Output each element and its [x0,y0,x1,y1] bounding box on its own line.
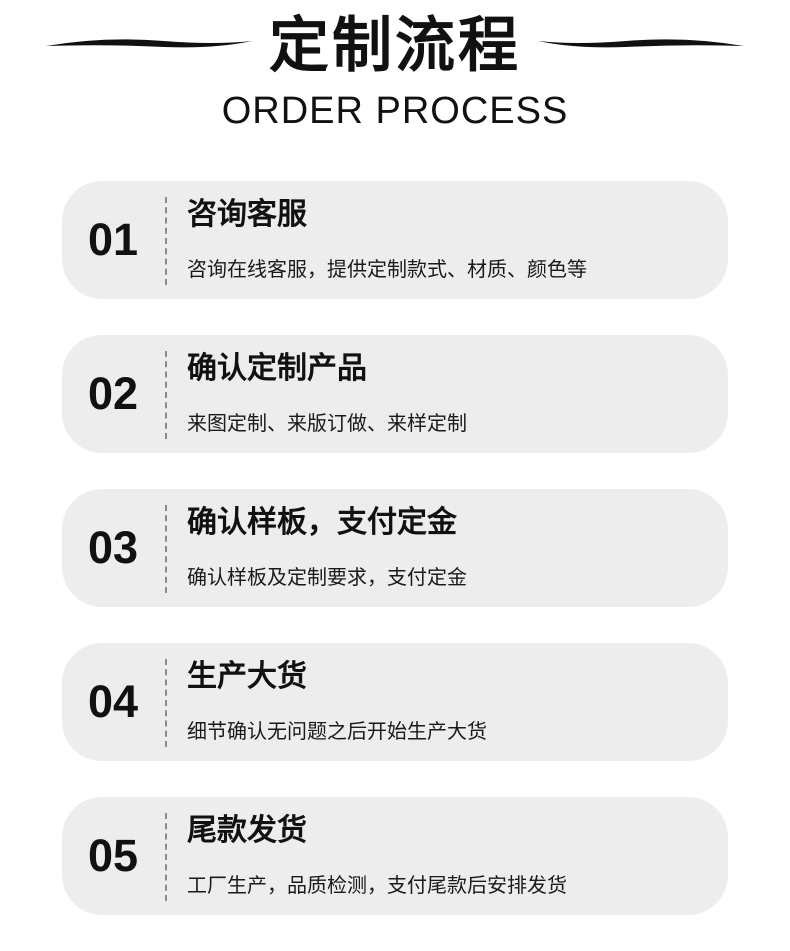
left-swoosh-decoration [46,39,252,48]
step-number: 05 [88,830,139,881]
process-step-card: 03 确认样板，支付定金 确认样板及定制要求，支付定金 [62,489,728,607]
page-header: 定制流程 ORDER PROCESS [0,0,790,150]
page-subtitle: ORDER PROCESS [221,90,569,132]
process-step-card: 05 尾款发货 工厂生产，品质检测，支付尾款后安排发货 [62,797,728,915]
process-steps-list: 01 咨询客服 咨询在线客服，提供定制款式、材质、颜色等 02 确认定制产品 来… [62,181,728,951]
dashed-divider [165,813,167,901]
process-step-card: 01 咨询客服 咨询在线客服，提供定制款式、材质、颜色等 [62,181,728,299]
step-number: 03 [88,522,139,573]
process-step-card: 04 生产大货 细节确认无问题之后开始生产大货 [62,643,728,761]
step-description: 咨询在线客服，提供定制款式、材质、颜色等 [187,257,587,281]
dashed-divider [165,659,167,747]
step-title: 咨询客服 [187,197,307,232]
step-title: 生产大货 [187,659,307,694]
step-description: 确认样板及定制要求，支付定金 [187,565,467,589]
step-description: 细节确认无问题之后开始生产大货 [187,719,487,743]
page-title: 定制流程 [269,11,521,81]
process-step-card: 02 确认定制产品 来图定制、来版订做、来样定制 [62,335,728,453]
step-description: 工厂生产，品质检测，支付尾款后安排发货 [187,873,567,897]
step-title: 尾款发货 [187,813,307,848]
step-description: 来图定制、来版订做、来样定制 [187,411,467,435]
dashed-divider [165,197,167,285]
dashed-divider [165,351,167,439]
step-title: 确认样板，支付定金 [187,505,457,540]
step-number: 01 [88,214,139,265]
right-swoosh-decoration [538,39,744,48]
step-number: 02 [88,368,139,419]
step-title: 确认定制产品 [187,351,367,386]
dashed-divider [165,505,167,593]
step-number: 04 [88,676,139,727]
